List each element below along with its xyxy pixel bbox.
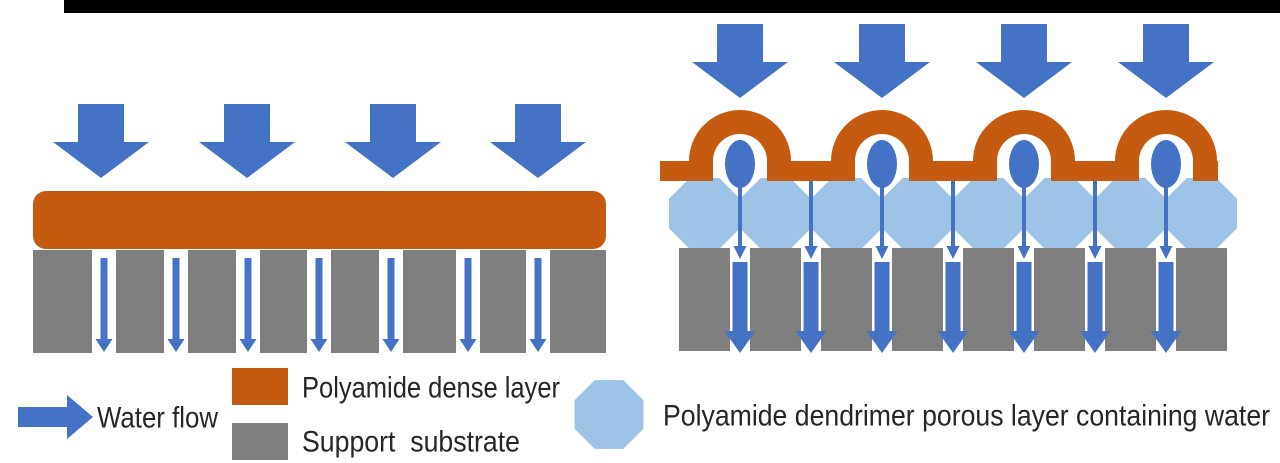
left-support-substrate [33, 250, 606, 353]
right-support-substrate [679, 248, 1227, 351]
legend-substrate-label: Support substrate [302, 426, 520, 459]
dendrimer-octagon [953, 178, 1024, 249]
support-substrate-block [1105, 248, 1156, 351]
legend: Water flow Polyamide dense layer Support… [18, 368, 1270, 460]
left-panel-dense-membrane [33, 104, 606, 353]
legend-dense-layer-label: Polyamide dense layer [302, 372, 560, 405]
permeate-flux-arrow [459, 258, 477, 352]
support-substrate-block [403, 250, 456, 353]
support-substrate-block [33, 250, 92, 353]
left-water-inflow-arrows [53, 104, 586, 178]
dense-layer-swatch-icon [232, 368, 288, 405]
support-substrate-block [750, 248, 801, 351]
dendrimer-octagon [882, 178, 953, 249]
right-water-inflow-arrows [692, 24, 1214, 98]
water-flow-arrow-icon [18, 395, 93, 439]
support-substrate-block [260, 250, 307, 353]
dendrimer-octagon [811, 178, 882, 249]
right-panel-dendrimer-membrane [660, 24, 1237, 353]
water-inflow-arrow [834, 24, 930, 98]
top-black-bar [64, 0, 1280, 13]
water-droplet [1009, 140, 1039, 188]
water-inflow-arrow [490, 104, 586, 178]
water-droplets [725, 140, 1181, 188]
polyamide-crumpled-layer [660, 110, 1218, 181]
support-substrate-block [963, 248, 1014, 351]
legend-porous-layer-label: Polyamide dendrimer porous layer contain… [663, 400, 1270, 433]
water-inflow-arrow [1118, 24, 1214, 98]
permeate-flux-arrow [239, 258, 257, 352]
permeate-flux-arrow [529, 258, 547, 352]
water-inflow-arrow [692, 24, 788, 98]
support-substrate-block [892, 248, 943, 351]
water-droplet [1151, 140, 1181, 188]
water-inflow-arrow [976, 24, 1072, 98]
porous-layer-octagon-icon [574, 380, 644, 449]
dendrimer-octagon [1095, 178, 1166, 249]
support-substrate-block [480, 250, 526, 353]
substrate-swatch-icon [232, 423, 288, 460]
support-substrate-block [116, 250, 164, 353]
support-substrate-block [679, 248, 730, 351]
support-substrate-block [331, 250, 379, 353]
water-droplet [867, 140, 897, 188]
permeate-flux-arrow [167, 258, 185, 352]
dendrimer-octagon [740, 178, 811, 249]
permeate-flux-arrow [310, 258, 328, 352]
dendrimer-octagon [1166, 178, 1237, 249]
water-inflow-arrow [199, 104, 295, 178]
support-substrate-block [1034, 248, 1085, 351]
permeate-flux-arrow [95, 258, 113, 352]
dendrimer-octagon [1024, 178, 1095, 249]
water-inflow-arrow [345, 104, 441, 178]
support-substrate-block [821, 248, 872, 351]
polyamide-dense-layer [33, 191, 606, 249]
support-substrate-block [550, 250, 606, 353]
support-substrate-block [188, 250, 236, 353]
support-substrate-block [1176, 248, 1227, 351]
water-inflow-arrow [53, 104, 149, 178]
permeate-flux-arrow [382, 258, 400, 352]
legend-water-flow-label: Water flow [97, 402, 218, 435]
water-droplet [725, 140, 755, 188]
dendrimer-octagon [669, 178, 740, 249]
